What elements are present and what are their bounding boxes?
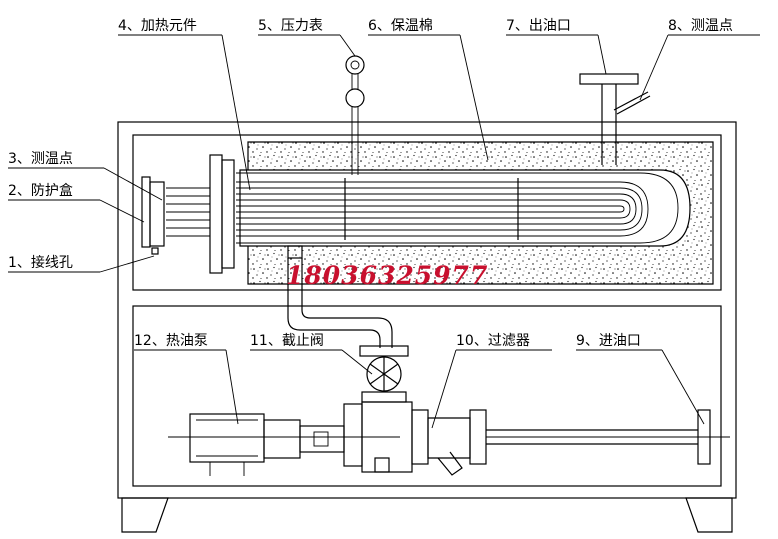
label-filter: 10、过滤器 bbox=[456, 333, 530, 349]
heating-element bbox=[166, 154, 679, 274]
pressure-gauge bbox=[345, 55, 365, 175]
label-oil-inlet: 9、进油口 bbox=[576, 333, 641, 349]
label-wiring-hole: 1、接线孔 bbox=[8, 254, 73, 271]
label-insulation: 6、保温棉 bbox=[368, 17, 433, 34]
oil-outlet-pipe bbox=[579, 73, 651, 165]
cabinet bbox=[117, 121, 737, 533]
insulation-cotton bbox=[239, 141, 714, 285]
label-temp-point-top: 8、测温点 bbox=[668, 18, 733, 34]
shutoff-valve bbox=[359, 345, 409, 403]
leader-lines bbox=[8, 34, 760, 429]
label-pressure-gauge: 5、压力表 bbox=[258, 18, 323, 34]
label-oil-outlet: 7、出油口 bbox=[506, 18, 571, 34]
label-protective-box: 2、防护盒 bbox=[8, 182, 73, 199]
connecting-pipe bbox=[287, 245, 393, 348]
protective-box bbox=[141, 176, 165, 255]
label-hot-oil-pump: 12、热油泵 bbox=[134, 333, 208, 349]
label-temp-point-left: 3、测温点 bbox=[8, 151, 73, 167]
filter-and-inlet bbox=[411, 409, 730, 476]
phone-number: 18036325977 bbox=[286, 261, 488, 290]
label-heating-element: 4、加热元件 bbox=[118, 18, 197, 34]
hot-oil-pump bbox=[168, 401, 413, 476]
label-shutoff-valve: 11、截止阀 bbox=[250, 333, 324, 349]
